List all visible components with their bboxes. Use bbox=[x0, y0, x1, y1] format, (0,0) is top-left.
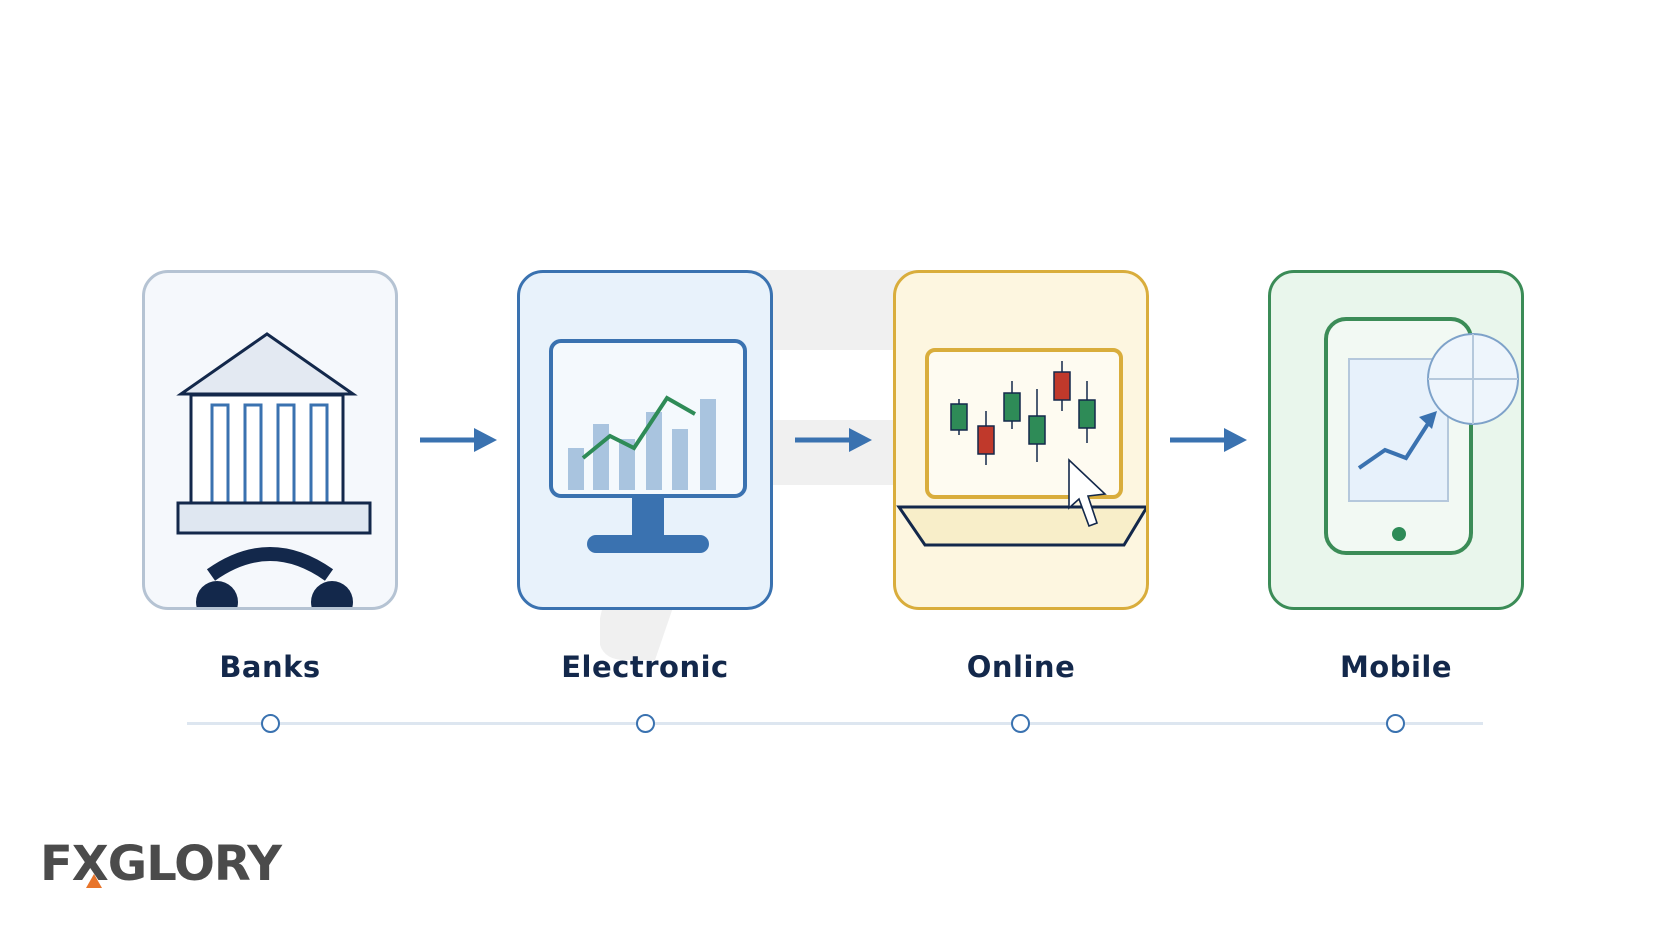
desktop-chart-icon bbox=[549, 339, 747, 553]
stage-card-online bbox=[893, 270, 1149, 610]
connector-arrow-3 bbox=[1170, 428, 1247, 452]
stage-card-electronic bbox=[517, 270, 773, 610]
stage-label-mobile: Mobile bbox=[1339, 650, 1453, 684]
logo-text: FXGLORY bbox=[40, 836, 282, 892]
timeline-dot-mobile bbox=[1386, 714, 1405, 733]
connector-arrow-2 bbox=[795, 428, 872, 452]
fxglory-logo: FXGLORY bbox=[40, 836, 282, 892]
logo-accent-triangle bbox=[86, 874, 102, 888]
connector-arrow-1 bbox=[420, 428, 497, 452]
laptop-candlestick-icon bbox=[896, 348, 1146, 547]
timeline-line bbox=[187, 722, 1483, 725]
stage-card-mobile bbox=[1268, 270, 1524, 610]
stage-label-electronic: Electronic bbox=[561, 650, 729, 684]
stage-card-banks bbox=[142, 270, 398, 610]
stage-label-banks: Banks bbox=[219, 650, 321, 684]
stage-label-online: Online bbox=[966, 650, 1076, 684]
phone-trend-icon bbox=[1324, 317, 1519, 555]
timeline-dot-online bbox=[1011, 714, 1030, 733]
bank-icon bbox=[176, 332, 372, 607]
timeline-dot-banks bbox=[261, 714, 280, 733]
timeline-dot-electronic bbox=[636, 714, 655, 733]
